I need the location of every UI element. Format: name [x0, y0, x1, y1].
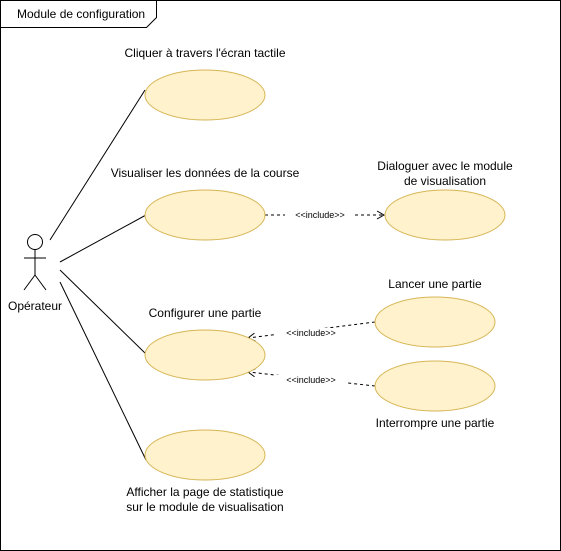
include-relations	[246, 210, 386, 387]
use-case-configure-label: Configurer une partie	[148, 306, 262, 320]
use-case-launch-label: Lancer une partie	[388, 277, 482, 291]
use-case-visualize	[144, 189, 266, 241]
use-case-configure	[144, 329, 266, 381]
frame-title-text: Module de configuration	[17, 7, 146, 21]
include-label-launch-configure: <<include>>	[276, 328, 346, 339]
use-case-stats-label-2: sur le module de visualisation	[126, 500, 284, 514]
use-case-dialog-label-2: de visualisation	[403, 174, 487, 188]
use-cases	[144, 69, 506, 481]
use-case-dialog-label-1: Dialoguer avec le module	[377, 159, 513, 173]
use-case-stats-label-1: Afficher la page de statistique	[126, 485, 284, 499]
associations	[49, 89, 147, 461]
association-click	[49, 89, 146, 241]
include-label-interrupt-configure: <<include>>	[276, 375, 346, 386]
actor-label: Opérateur	[7, 299, 63, 313]
use-case-stats	[144, 429, 266, 481]
actor-figure	[23, 234, 47, 291]
association-visualize	[59, 214, 147, 263]
use-case-launch	[374, 296, 496, 348]
use-case-click	[144, 69, 266, 121]
include-label-visualize-dialog: <<include>>	[285, 210, 355, 221]
frame-title: Module de configuration	[1, 1, 156, 27]
use-case-interrupt-label: Interrompre une partie	[375, 416, 495, 430]
use-case-click-label: Cliquer à travers l'écran tactile	[124, 46, 286, 60]
association-stats	[59, 281, 147, 461]
use-case-interrupt	[374, 360, 496, 412]
frame-title-tab	[0, 0, 157, 28]
use-case-dialog	[384, 189, 506, 241]
use-case-visualize-label: Visualiser les données de la course	[110, 166, 300, 180]
association-configure	[59, 269, 147, 355]
